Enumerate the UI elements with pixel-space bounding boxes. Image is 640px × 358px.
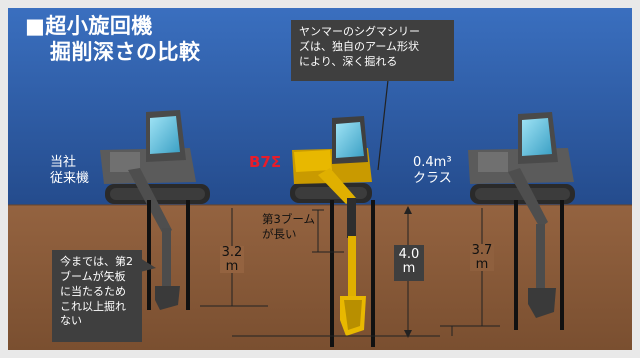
label-conventional-line: 当社: [50, 155, 77, 170]
depth-04m3-unit: m: [475, 256, 489, 272]
left-callout-pointer: [140, 258, 156, 272]
title-line-1: ■超小旋回機: [25, 14, 153, 38]
label-04m3-line: クラス: [413, 171, 452, 187]
sheet-pile-2b: [371, 200, 375, 347]
depth-conventional-unit: m: [225, 258, 239, 274]
depth-04m3-value: 3.7: [471, 243, 493, 258]
dim-difference: [448, 325, 456, 336]
callout-pointer: [377, 79, 389, 171]
depth-b7-unit: m: [402, 260, 416, 276]
sheet-pile-2a: [330, 200, 334, 347]
sheet-pile-3a: [514, 200, 518, 330]
top-callout: ヤンマーのシグマシリー ズは、独自のアーム形状 により、深く掘れる: [291, 20, 454, 81]
label-b7-sigma: B7Σ: [249, 153, 282, 171]
title-line-2: 掘削深さの比較: [50, 40, 201, 64]
depth-b7-value: 4.0: [398, 247, 420, 262]
third-boom-line: が長い: [262, 226, 297, 241]
dim-third-boom: [312, 209, 344, 253]
top-callout-line: ヤンマーのシグマシリー: [299, 25, 420, 38]
left-callout-line: ブームが矢板: [60, 269, 126, 283]
label-conventional-line: 従来機: [50, 171, 90, 187]
left-callout: 今までは、第2 ブームが矢板 に当たるため これ以上掘れ ない: [52, 250, 142, 342]
third-boom-note: 第3ブーム が長い: [262, 212, 315, 242]
left-callout-line: これ以上掘れ: [60, 299, 126, 313]
depth-conventional-value: 3.2: [221, 245, 243, 260]
label-conventional: 当社 従来機: [50, 155, 89, 188]
depth-04m3: 3.7 m: [470, 243, 494, 272]
label-04m3-class: 0.4m³ クラス: [413, 155, 452, 188]
depth-conventional: 3.2 m: [220, 245, 244, 274]
label-04m3-line: 0.4m³: [413, 155, 452, 170]
sheet-pile-1a: [147, 200, 151, 310]
left-callout-line: に当たるため: [60, 284, 126, 298]
sheet-pile-3b: [560, 200, 564, 330]
excavator-b7-sigma: [290, 116, 372, 336]
left-callout-line: 今までは、第2: [60, 255, 133, 268]
top-callout-line: ズは、独自のアーム形状: [299, 39, 420, 53]
depth-b7-sigma: 4.0 m: [394, 245, 424, 281]
top-callout-line: により、深く掘れる: [299, 54, 398, 68]
third-boom-line: 第3ブーム: [262, 212, 315, 226]
sheet-pile-1b: [186, 200, 190, 310]
left-callout-line: ない: [60, 314, 82, 328]
excavator-04m3-class: [468, 112, 575, 318]
